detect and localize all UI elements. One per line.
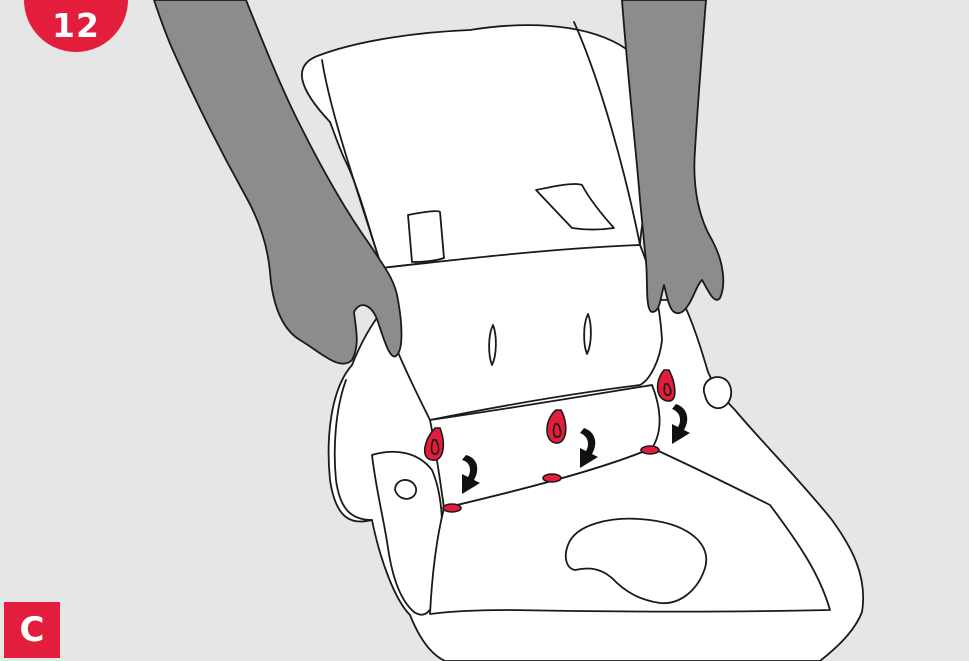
strap-slot <box>641 446 659 454</box>
left-knob <box>395 480 416 499</box>
strap-slot <box>543 474 561 482</box>
backrest-strap-left <box>408 211 444 262</box>
panel-letter: C <box>4 610 60 650</box>
strap-slot <box>443 504 461 512</box>
flap-slit-left <box>489 325 496 365</box>
flap-slit-right <box>584 314 591 354</box>
panel-label-badge: C <box>4 602 60 658</box>
right-knob <box>704 377 731 408</box>
step-number: 12 <box>24 9 128 42</box>
